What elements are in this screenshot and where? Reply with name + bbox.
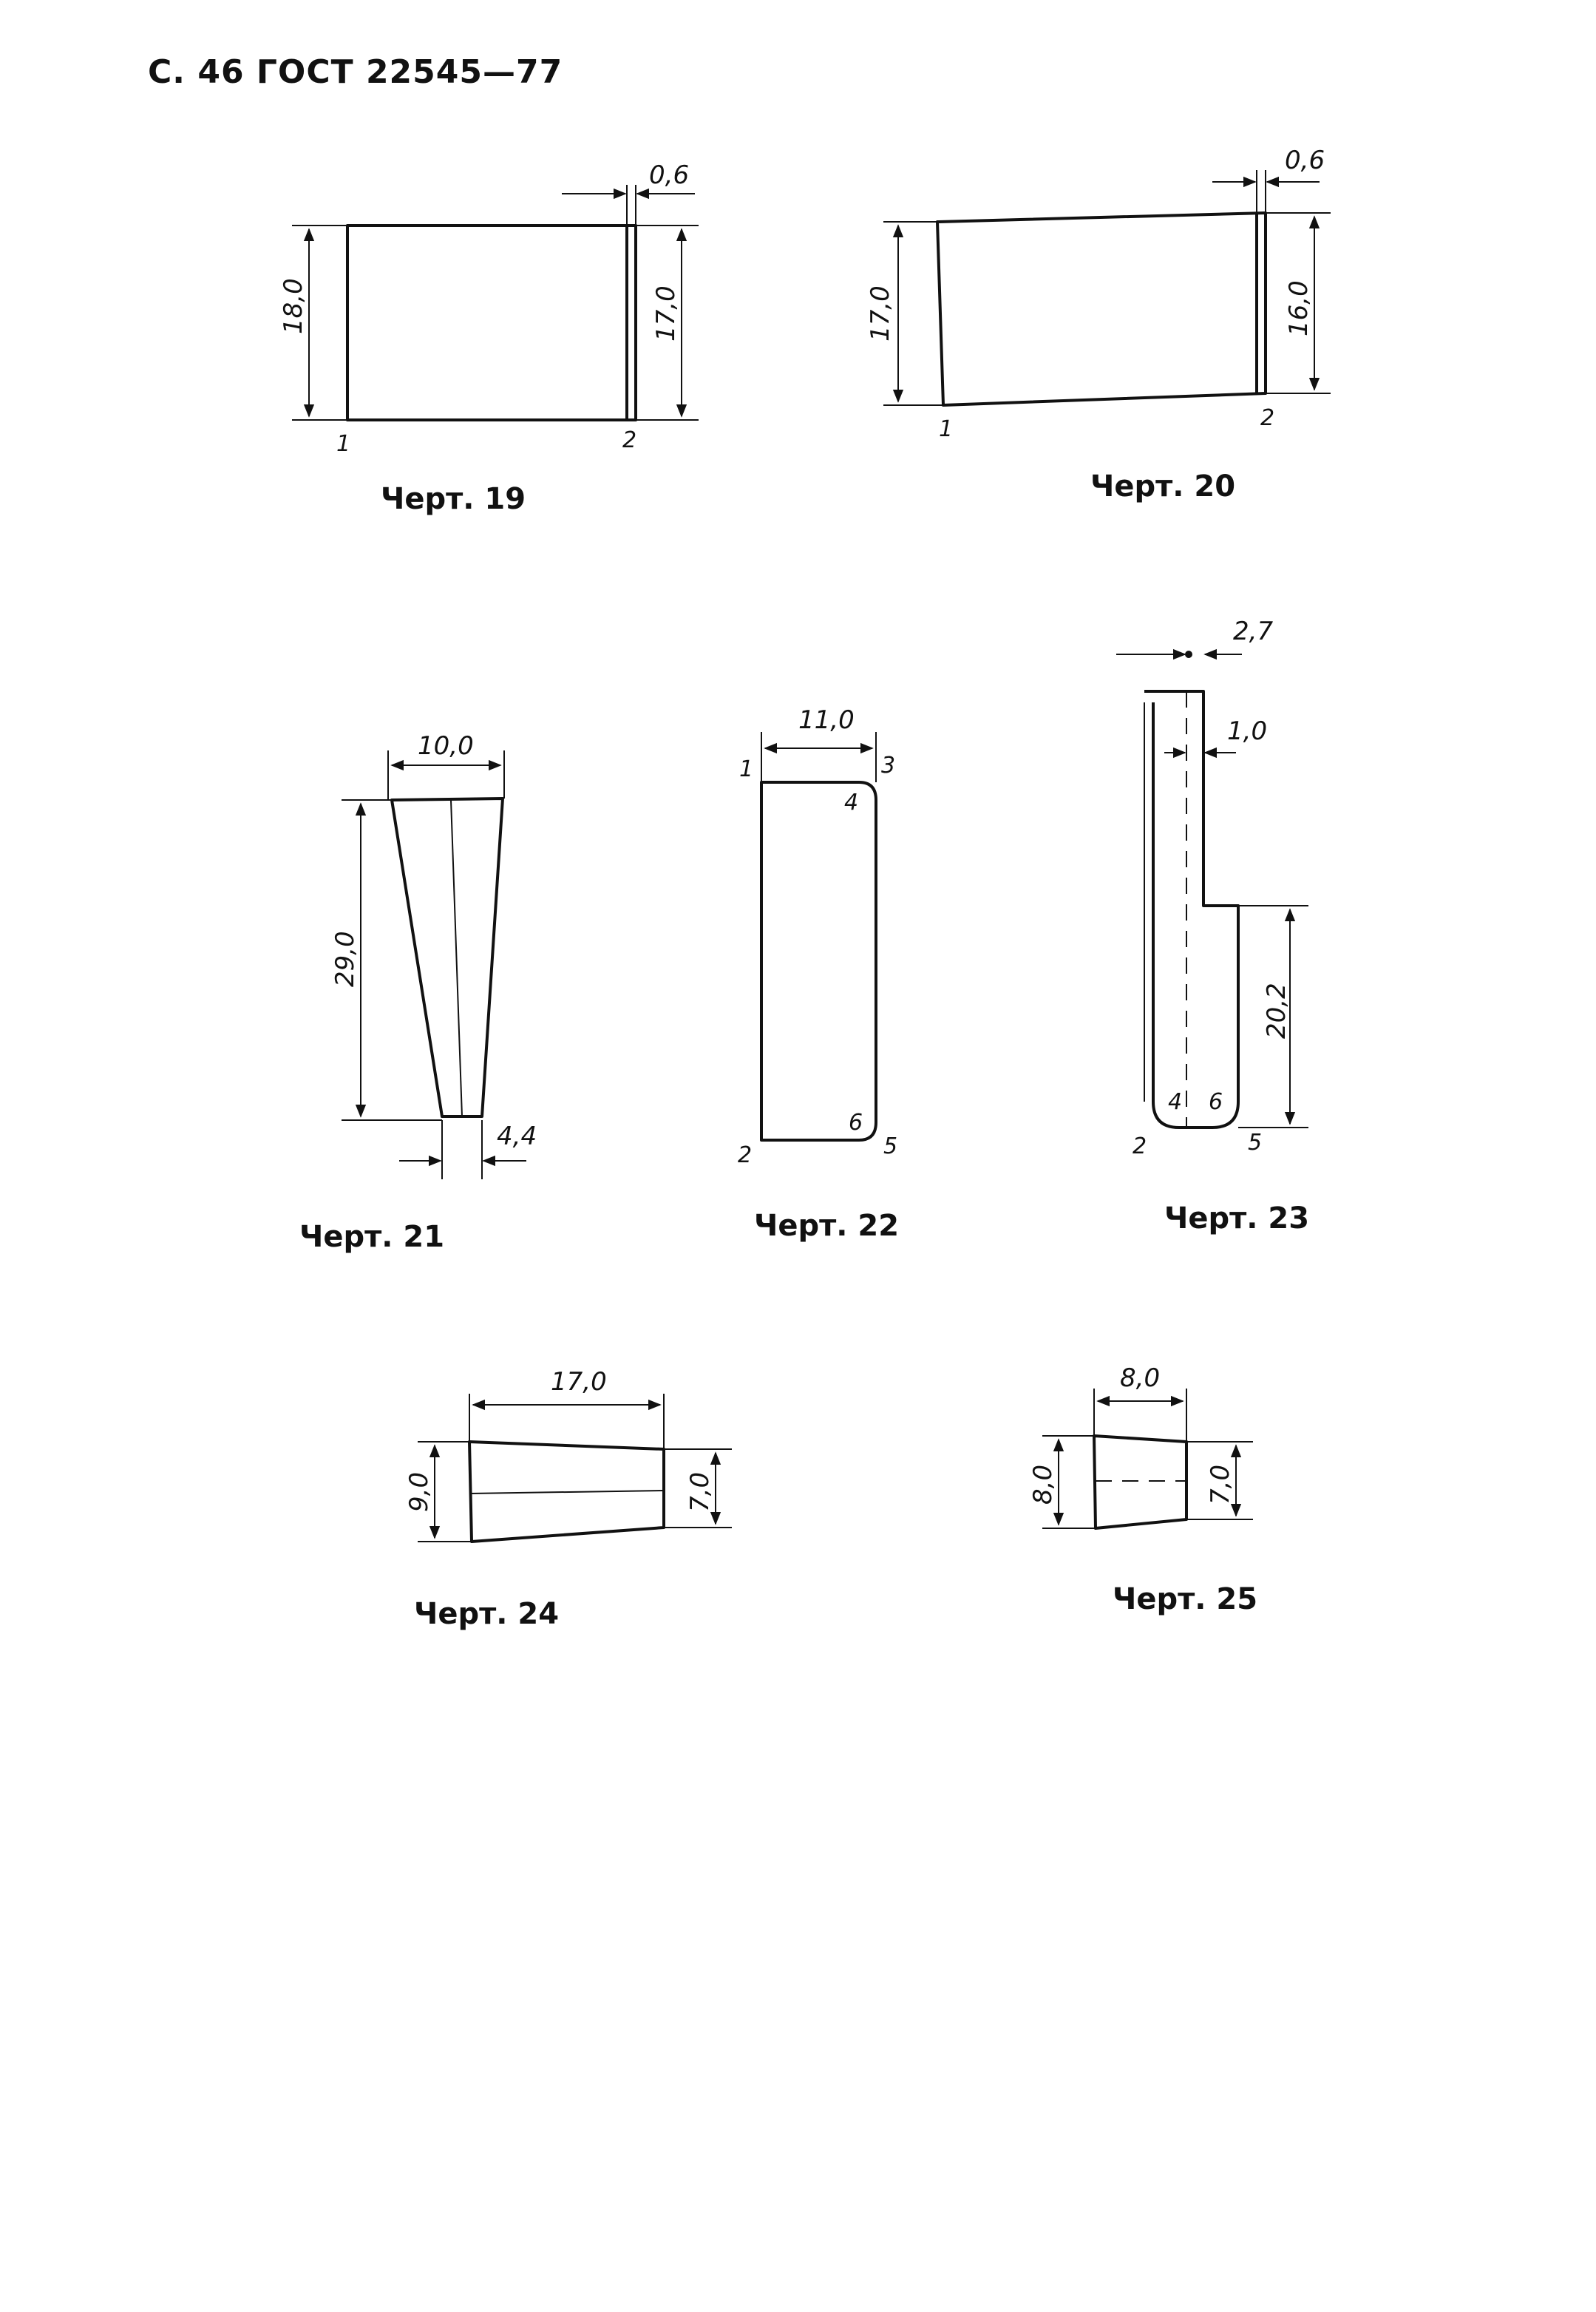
caption-fig-20: Черт. 20	[1090, 469, 1236, 504]
caption-fig-22: Черт. 22	[754, 1209, 900, 1243]
fig22-outline	[760, 781, 877, 1142]
fig23-point-5: 5	[1248, 1130, 1262, 1156]
figure-22: 11,0 1 2 3 4 5 6	[738, 705, 897, 1168]
fig20-point-2: 2	[1260, 405, 1274, 431]
fig22-point-6: 6	[849, 1110, 863, 1136]
fig22-point-5: 5	[883, 1133, 897, 1159]
fig19-dim-17: 17,0	[651, 285, 681, 342]
fig20-outline	[936, 211, 1267, 407]
fig20-dim-gap: 0,6	[1285, 146, 1325, 175]
fig20-dim-16: 16,0	[1284, 280, 1314, 336]
caption-fig-23: Черт. 23	[1164, 1201, 1310, 1235]
fig20-point-1: 1	[939, 416, 953, 442]
fig23-dim-20-2: 20,2	[1262, 983, 1291, 1039]
fig21-dim-10: 10,0	[418, 731, 474, 761]
fig25-dim-7: 7,0	[1206, 1465, 1235, 1505]
fig22-point-2: 2	[738, 1142, 752, 1168]
fig21-dim-29: 29,0	[330, 931, 360, 987]
page-header: С. 46 ГОСТ 22545—77	[148, 53, 563, 91]
caption-fig-21: Черт. 21	[299, 1220, 445, 1254]
fig19-outline	[346, 224, 637, 421]
fig25-outline	[1093, 1434, 1188, 1530]
fig22-point-1: 1	[739, 756, 753, 782]
figure-23: 2,7 1,0 20,2 2 4 5 6	[1116, 617, 1308, 1159]
fig21-outline	[390, 797, 504, 1118]
fig22-point-4: 4	[844, 790, 858, 816]
fig23-point-4: 4	[1168, 1089, 1182, 1115]
fig23-dim-1-0: 1,0	[1227, 716, 1267, 746]
fig19-point-2: 2	[622, 427, 636, 453]
fig22-dim-11: 11,0	[798, 705, 855, 735]
caption-fig-25: Черт. 25	[1113, 1582, 1258, 1616]
fig24-dim-7: 7,0	[685, 1472, 715, 1512]
fig19-dim-18: 18,0	[279, 278, 308, 334]
figure-25: 8,0 8,0 7,0	[1028, 1363, 1253, 1530]
figure-24: 17,0 9,0 7,0	[404, 1367, 732, 1543]
caption-fig-19: Черт. 19	[381, 482, 526, 516]
fig24-dim-17: 17,0	[551, 1367, 607, 1397]
fig23-outline	[1144, 690, 1240, 1129]
fig19-dim-gap: 0,6	[649, 160, 689, 190]
fig25-dim-8-top: 8,0	[1120, 1363, 1160, 1393]
fig22-point-3: 3	[881, 753, 895, 779]
fig24-dim-9: 9,0	[404, 1472, 434, 1512]
fig23-point-6: 6	[1209, 1089, 1223, 1115]
caption-fig-24: Черт. 24	[414, 1597, 560, 1631]
fig23-point-2: 2	[1133, 1133, 1147, 1159]
fig20-dim-17: 17,0	[866, 285, 895, 342]
fig19-point-1: 1	[336, 431, 350, 457]
figure-21: 10,0 29,0 4,4	[330, 731, 537, 1179]
fig25-dim-8-side: 8,0	[1028, 1465, 1058, 1505]
fig21-dim-4-4: 4,4	[497, 1122, 537, 1151]
figure-20: 0,6 17,0 16,0 1 2	[866, 146, 1331, 442]
fig23-dim-2-7: 2,7	[1233, 617, 1273, 646]
figure-19: 0,6 18,0 17,0 1 2	[279, 160, 699, 457]
